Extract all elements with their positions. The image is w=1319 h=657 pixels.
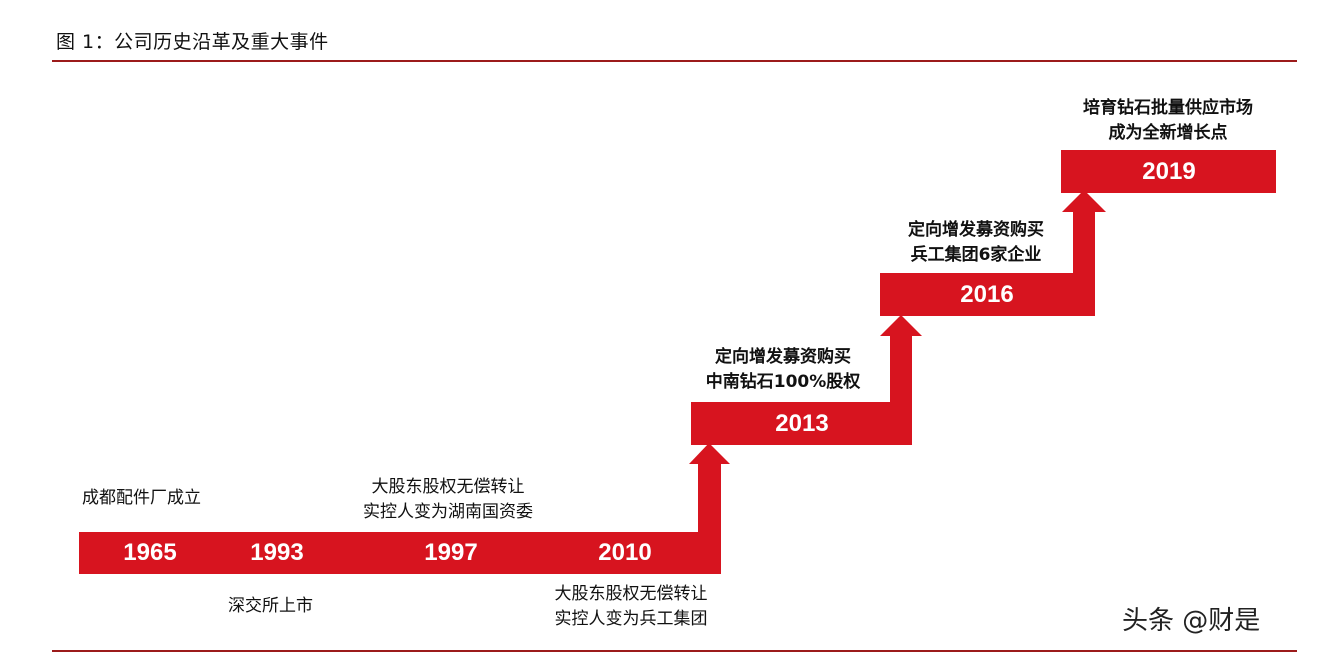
watermark-text: 头条 @财是 bbox=[1122, 606, 1261, 636]
bottom-divider bbox=[52, 650, 1297, 652]
event-note-line: 定向增发募资购买 bbox=[908, 220, 1044, 240]
base-timeline-bar bbox=[79, 532, 721, 574]
step-block-2019 bbox=[1061, 150, 1276, 193]
event-note-1993: 深交所上市 bbox=[228, 594, 313, 619]
year-label-2016: 2016 bbox=[960, 281, 1014, 308]
event-note-line: 培育钻石批量供应市场 bbox=[1083, 98, 1253, 118]
arrow-head-2016 bbox=[880, 315, 922, 336]
event-note-line: 成都配件厂成立 bbox=[82, 488, 201, 508]
event-note-line: 大股东股权无偿转让 bbox=[371, 477, 525, 497]
event-note-2016: 定向增发募资购买 兵工集团6家企业 bbox=[908, 218, 1044, 268]
event-note-line: 定向增发募资购买 bbox=[715, 347, 851, 367]
event-note-2013: 定向增发募资购买 中南钻石100%股权 bbox=[706, 345, 861, 395]
event-note-1965: 成都配件厂成立 bbox=[82, 486, 201, 511]
step-block-2013 bbox=[691, 402, 912, 445]
top-divider bbox=[52, 60, 1297, 62]
event-note-1997: 大股东股权无偿转让 实控人变为湖南国资委 bbox=[363, 475, 533, 525]
event-note-2010: 大股东股权无偿转让 实控人变为兵工集团 bbox=[555, 582, 708, 632]
event-note-line: 成为全新增长点 bbox=[1108, 123, 1228, 143]
year-label-2010: 2010 bbox=[598, 539, 652, 566]
event-note-line: 深交所上市 bbox=[228, 596, 313, 616]
figure-title: 图 1：公司历史沿革及重大事件 bbox=[56, 31, 329, 53]
connector-2016-2019 bbox=[1073, 206, 1095, 316]
connector-2013-2016 bbox=[890, 330, 912, 445]
event-note-line: 兵工集团6家企业 bbox=[910, 245, 1042, 265]
event-note-2019: 培育钻石批量供应市场 成为全新增长点 bbox=[1083, 96, 1253, 146]
year-label-1993: 1993 bbox=[250, 539, 304, 566]
arrow-head-2019 bbox=[1062, 190, 1106, 212]
event-note-line: 大股东股权无偿转让 bbox=[554, 584, 708, 604]
year-label-2019: 2019 bbox=[1142, 158, 1196, 185]
event-note-line: 实控人变为兵工集团 bbox=[554, 609, 708, 629]
event-note-line: 中南钻石100%股权 bbox=[705, 372, 861, 392]
step-block-2016 bbox=[880, 273, 1094, 316]
year-label-1965: 1965 bbox=[123, 539, 177, 566]
year-label-2013: 2013 bbox=[775, 410, 829, 437]
connector-2010-2013 bbox=[698, 458, 721, 574]
arrow-head-2013 bbox=[689, 443, 730, 464]
year-label-1997: 1997 bbox=[424, 539, 478, 566]
event-note-line: 实控人变为湖南国资委 bbox=[363, 502, 533, 522]
